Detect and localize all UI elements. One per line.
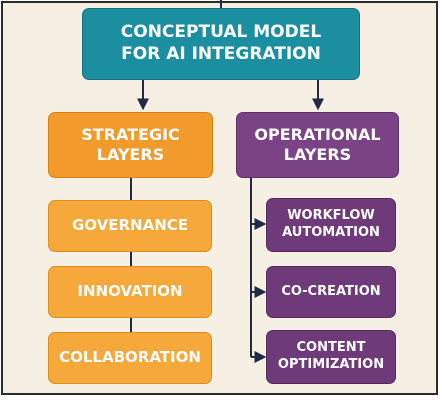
co-creation-box: CO-CREATION <box>266 266 396 318</box>
collaboration-box: COLLABORATION <box>48 332 212 384</box>
strategic-layers-header: STRATEGIC LAYERS <box>48 112 213 178</box>
innovation-box: INNOVATION <box>48 266 212 318</box>
operational-layers-header: OPERATIONAL LAYERS <box>236 112 399 178</box>
workflow-automation-box: WORKFLOW AUTOMATION <box>266 198 396 252</box>
governance-box: GOVERNANCE <box>48 200 212 252</box>
title-box: CONCEPTUAL MODEL FOR AI INTEGRATION <box>82 8 360 80</box>
content-optimization-box: CONTENT OPTIMIZATION <box>266 330 396 384</box>
